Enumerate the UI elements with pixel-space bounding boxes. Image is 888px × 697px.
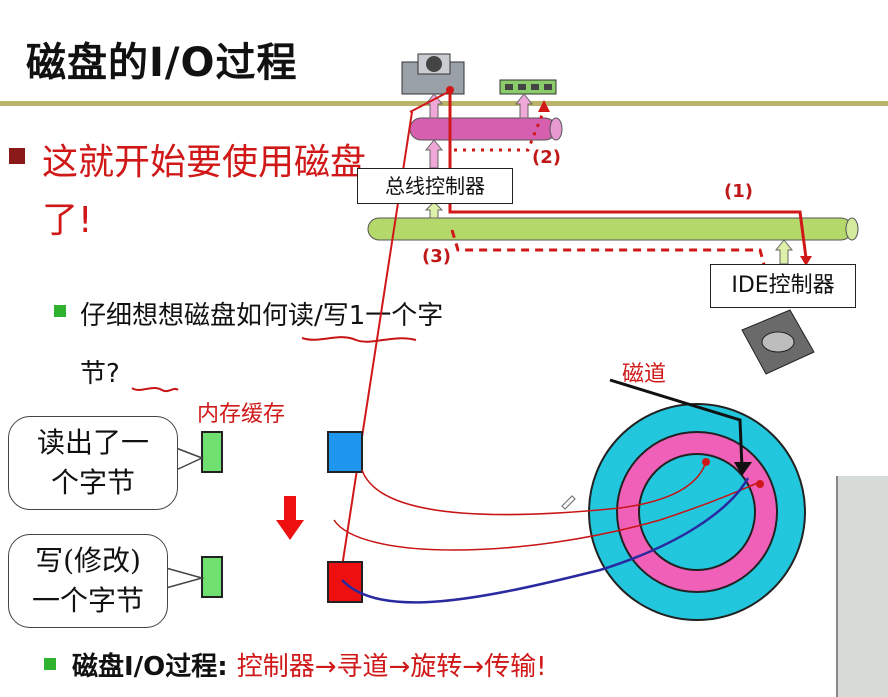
path-label-3: (3) [422, 246, 451, 267]
ram-module-icon [499, 79, 557, 95]
title-divider [0, 101, 888, 106]
bullet-square-icon [44, 658, 56, 670]
track-label: 磁道 [622, 362, 667, 387]
write-byte-bubble: 写(修改) 一个字节 [8, 534, 168, 628]
pci-bus [367, 217, 859, 241]
read-byte-bubble: 读出了一 个字节 [8, 416, 178, 510]
video-thumbnail [836, 476, 888, 697]
disk-platter [588, 403, 806, 621]
memory-bus [409, 117, 563, 141]
bottom-bullet-prefix: 磁盘I/O过程: [72, 652, 237, 682]
bullet-square-icon [9, 148, 25, 164]
bubble-line: 读出了一 [36, 426, 149, 459]
bottom-bullet-steps: 控制器→寻道→旋转→传输! [236, 652, 547, 682]
bus-controller: 总线控制器 [357, 168, 513, 204]
memory-cache-label: 内存缓存 [197, 402, 286, 427]
bottom-bullet: 磁盘I/O过程: 控制器→寻道→旋转→传输! [72, 646, 547, 683]
bullet-square-icon [54, 305, 66, 317]
pen-cursor-icon [561, 495, 576, 510]
bubble-line: 写(修改) [35, 544, 141, 577]
path-label-1: (1) [724, 181, 753, 202]
path-label-2: (2) [532, 147, 561, 168]
ide-controller: IDE控制器 [710, 264, 856, 308]
bullet-use-disk: 这就开始要使用磁盘了! [42, 142, 367, 241]
page-title: 磁盘的I/O过程 [26, 40, 298, 86]
down-arrow-icon [276, 496, 304, 540]
bubble-line: 个字节 [50, 466, 135, 499]
cpu-chip-icon [401, 53, 465, 95]
hard-disk-icon [741, 309, 815, 375]
buffer-block-blue [327, 431, 363, 473]
bubble-line: 一个字节 [31, 584, 144, 617]
cache-cell-write [201, 556, 223, 598]
cache-cell-read [201, 431, 223, 473]
